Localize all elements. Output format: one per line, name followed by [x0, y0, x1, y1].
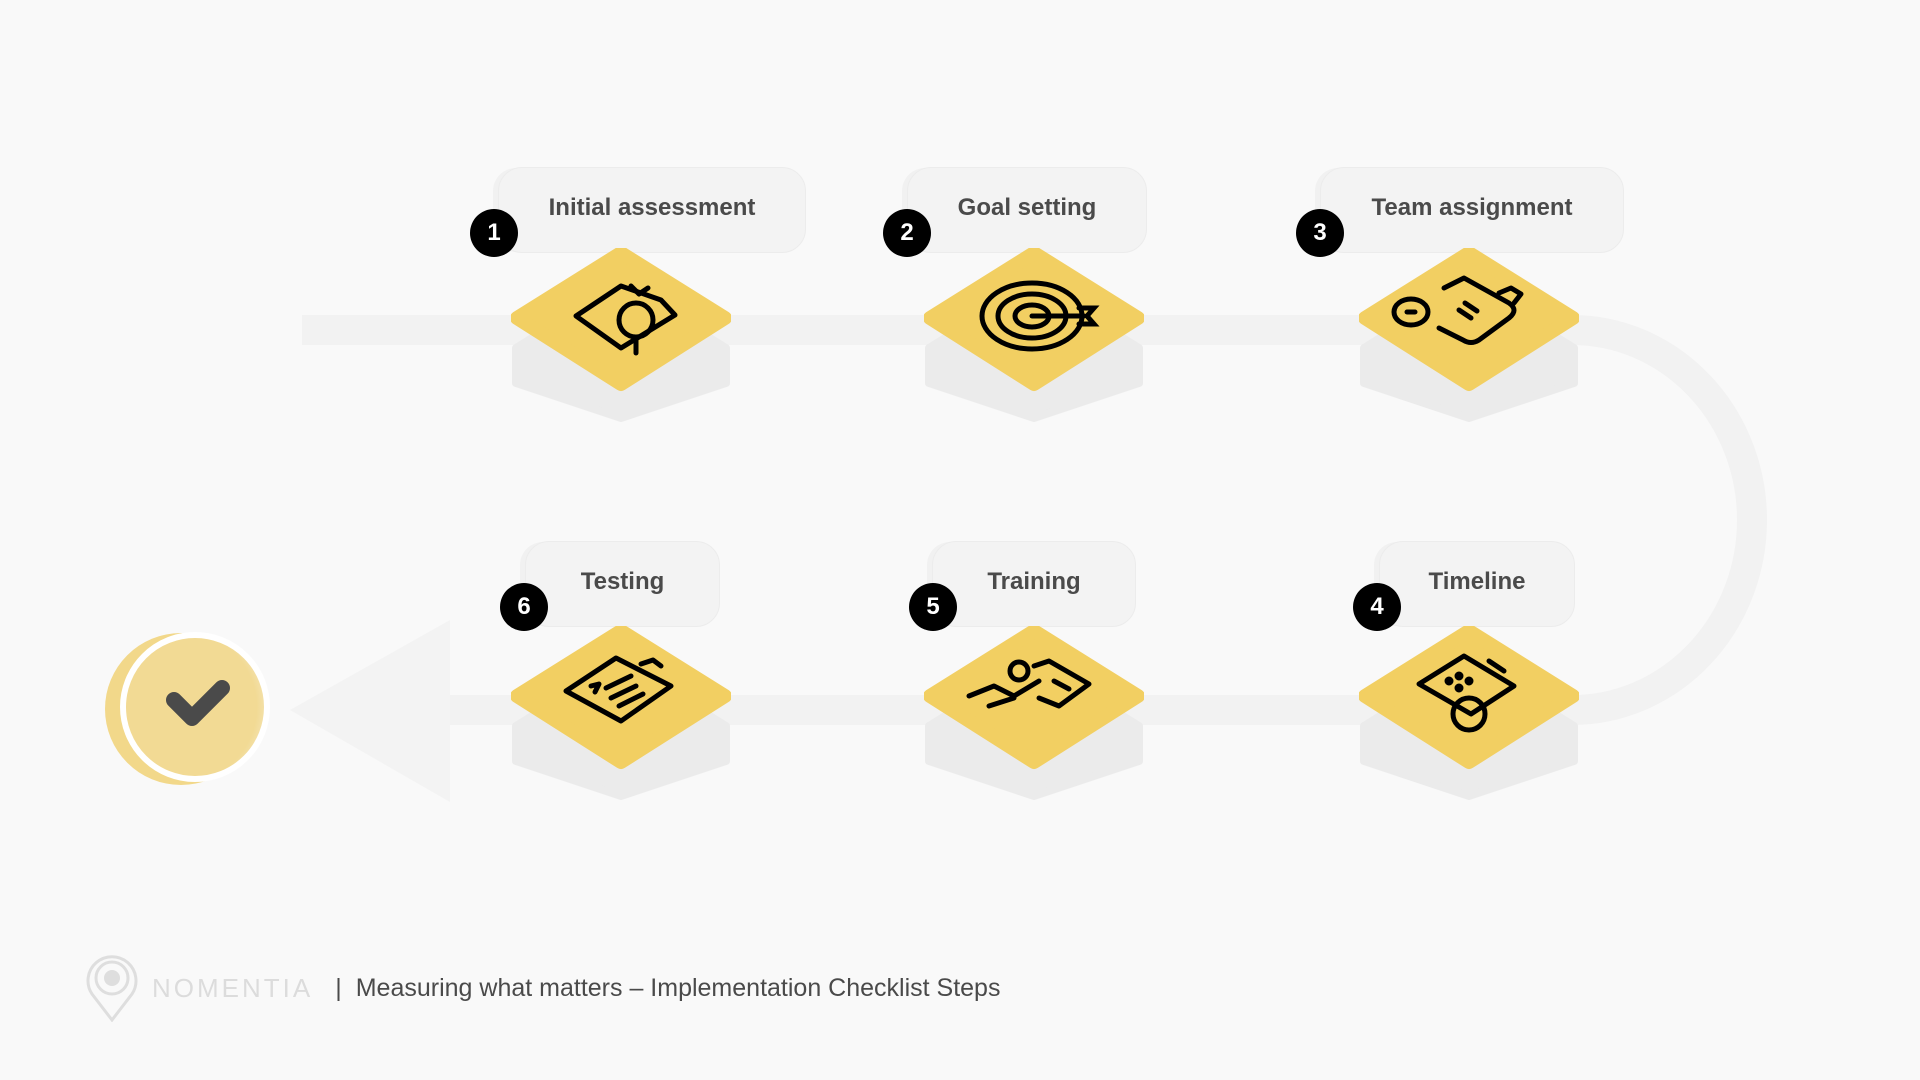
footer: NOMENTIA | Measuring what matters – Impl… [84, 954, 1000, 1022]
step-label: Timeline [1379, 541, 1575, 627]
brand-name: NOMENTIA [152, 972, 314, 1003]
checklist-clipboard-icon [563, 655, 674, 724]
step-label: Testing [525, 541, 720, 627]
clipboard-clock-icon [1391, 275, 1524, 345]
step-tile [1359, 248, 1579, 422]
step-tile [1359, 626, 1579, 800]
footer-separator: | [335, 973, 342, 1002]
step-tile [924, 626, 1144, 800]
step-label: Goal setting [907, 167, 1147, 253]
presentation-person-icon [966, 658, 1092, 709]
checkmark-icon [166, 680, 230, 726]
step-number-badge: 3 [1296, 209, 1344, 257]
nomentia-logo-icon [86, 955, 138, 1022]
footer-caption: Measuring what matters – Implementation … [355, 973, 1001, 1002]
step-number-badge: 4 [1353, 583, 1401, 631]
step-number-badge: 1 [470, 209, 518, 257]
arrow-head [290, 620, 450, 802]
step-label: Training [932, 541, 1136, 627]
step-number-badge: 6 [500, 583, 548, 631]
step-tile [924, 248, 1144, 422]
step-tile [511, 626, 731, 800]
calendar-clock-icon [1416, 653, 1517, 733]
target-arrow-icon [979, 280, 1100, 352]
step-number-badge: 5 [909, 583, 957, 631]
step-label: Team assignment [1320, 167, 1624, 253]
step-number-badge: 2 [883, 209, 931, 257]
step-label: Initial assessment [498, 167, 806, 253]
step-tile [511, 248, 731, 422]
document-search-icon [573, 283, 678, 356]
